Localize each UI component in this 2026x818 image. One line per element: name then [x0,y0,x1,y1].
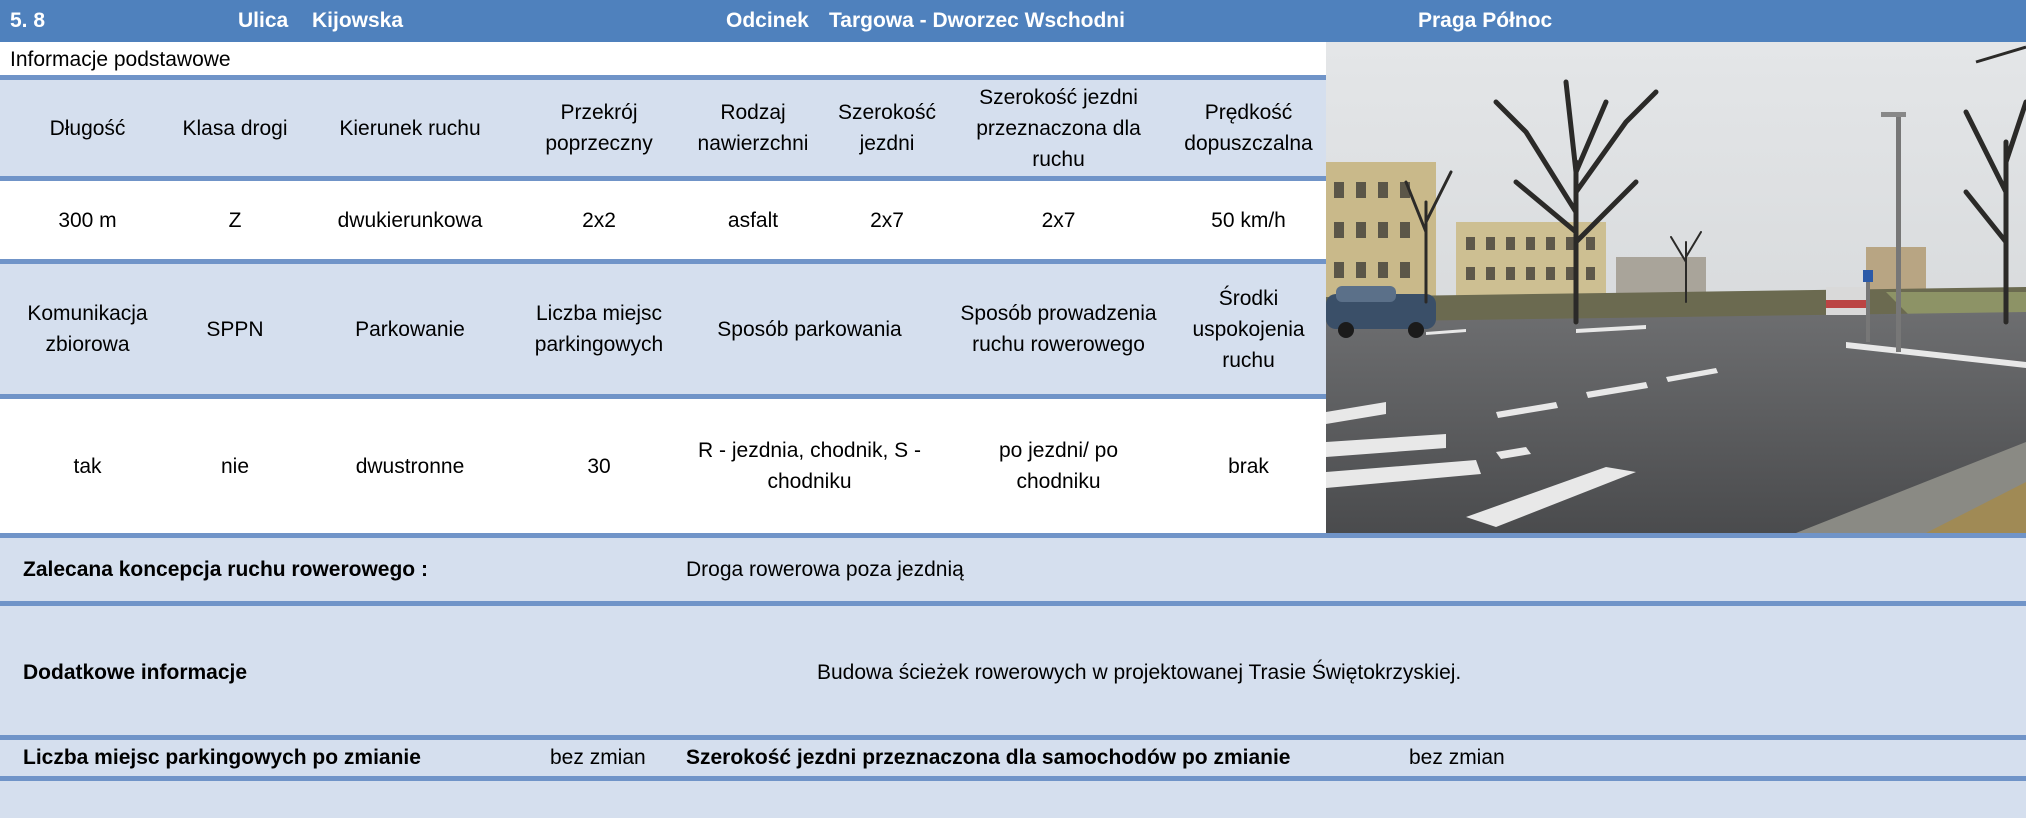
table1-value-cell: 2x2 [582,208,616,232]
header-bar: 5. 8 Ulica Kijowska Odcinek Targowa - Dw… [0,0,2026,42]
table1-value-cell: Z [228,208,242,232]
table1-header-cell: Szerokość jezdni [837,101,937,155]
table1-header-cell: Szerokość jezdni przeznaczona dla ruchu [976,85,1141,171]
additional-value: Budowa ścieżek rowerowych w projektowane… [817,660,1462,684]
table2-value-row: tak nie dwustronne 30 R - jezdnia, chodn… [0,399,1326,533]
district-name: Praga Północ [1418,9,1553,32]
table1-value-cell: dwukierunkowa [337,208,483,232]
table2-header-cell: Środki uspokojenia ruchu [1192,286,1305,372]
table1-value-cell: asfalt [727,208,779,232]
table2-value-cell: R - jezdnia, chodnik, S - chodniku [698,439,921,493]
width-after-value: bez zmian [1409,746,1505,769]
table1-value-row: 300 m Z dwukierunkowa 2x2 asfalt 2x7 2x7… [0,181,1326,259]
section-label: Odcinek [726,9,809,32]
additional-row: Dodatkowe informacje Budowa ścieżek rowe… [0,606,2026,739]
table2-header-cell: Sposób parkowania [717,317,902,341]
divider [0,776,2026,781]
street-photo [1326,42,2026,533]
divider [0,735,2026,740]
table1-header-cell: Prędkość dopuszczalna [1184,101,1313,155]
table2-header-cell: Liczba miejsc parkingowych [534,302,664,356]
divider [0,75,1326,80]
concept-value: Droga rowerowa poza jezdnią [686,557,964,581]
table2-header-cell: SPPN [206,317,264,341]
table1-header-cell: Kierunek ruchu [339,116,481,140]
divider [0,394,1326,399]
additional-label: Dodatkowe informacje [23,660,248,684]
table2-value-cell: nie [220,454,250,478]
section-name: Targowa - Dworzec Wschodni [829,9,1125,32]
table1-header-cell: Rodzaj nawierzchni [697,101,809,155]
table2-header-cell: Parkowanie [355,317,465,341]
concept-label: Zalecana koncepcja ruchu rowerowego : [23,557,428,581]
parking-after-value: bez zmian [550,746,646,769]
divider [0,176,1326,181]
bottom-band [0,781,2026,818]
subtitle: Informacje podstawowe [10,48,231,71]
table1-header-cell: Przekrój poprzeczny [545,101,653,155]
table2-header-row: Komunikacja zbiorowa SPPN Parkowanie Lic… [0,264,1326,394]
width-after-label: Szerokość jezdni przeznaczona dla samoch… [686,746,1291,769]
table2-header-cell: Sposób prowadzenia ruchu rowerowego [960,302,1157,356]
table2-value-cell: brak [1228,454,1269,478]
divider [0,259,1326,264]
divider [0,533,2026,538]
table1-header-row: Długość Klasa drogi Kierunek ruchu Przek… [0,80,1326,176]
after-change-row: Liczba miejsc parkingowych po zmianie be… [0,740,2026,776]
street-name: Kijowska [312,9,404,32]
table2-value-cell: dwustronne [355,454,465,478]
table2-value-cell: tak [73,454,102,478]
table1-header-cell: Długość [49,116,126,140]
parking-after-label: Liczba miejsc parkingowych po zmianie [23,746,421,769]
section-number: 5. 8 [10,9,46,32]
table1-value-cell: 2x7 [870,208,904,232]
street-label: Ulica [238,9,289,32]
table1-value-cell: 50 km/h [1211,208,1286,232]
table1-value-cell: 2x7 [1041,208,1076,232]
table2-value-cell: po jezdni/ po chodniku [998,439,1119,493]
table2-value-cell: 30 [587,454,611,478]
table1-header-cell: Klasa drogi [182,116,288,140]
divider [0,601,2026,606]
table2-header-cell: Komunikacja zbiorowa [27,302,148,356]
table1-value-cell: 300 m [58,208,117,232]
concept-row: Zalecana koncepcja ruchu rowerowego : Dr… [0,538,2026,601]
